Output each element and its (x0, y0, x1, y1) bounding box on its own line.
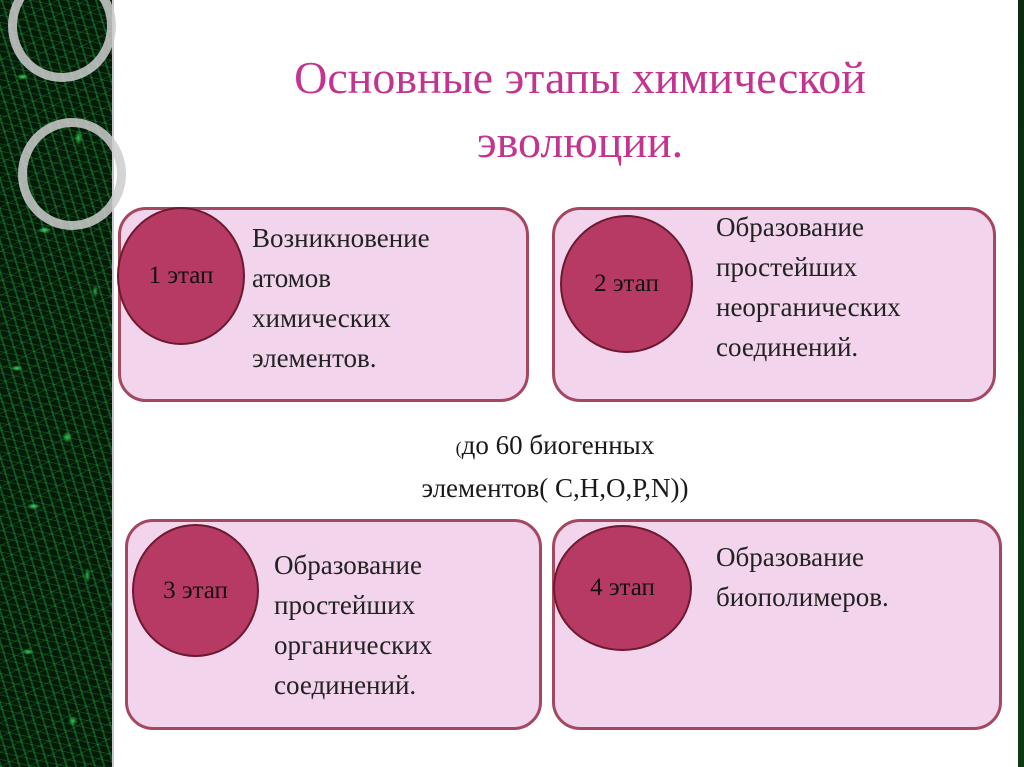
stage-4-line: биополимеров. (716, 582, 889, 612)
stage-4-circle: 4 этап (553, 525, 692, 651)
stage-3-text: Образование простейших органических соед… (274, 545, 432, 705)
stage-2-line: Образование (716, 212, 864, 242)
stage-1-line: Возникновение (252, 223, 430, 253)
stage-4-label: 4 этап (590, 574, 655, 601)
stage-1-line: элементов. (252, 343, 377, 373)
slide-title: Основные этапы химической эволюции. (200, 46, 960, 174)
stage-2-circle: 2 этап (560, 215, 693, 353)
stage-1-label: 1 этап (148, 262, 214, 289)
side-strip-border (112, 0, 114, 767)
stage-3-line: органических (274, 630, 433, 660)
stage-4-text: Образование биополимеров. (716, 537, 889, 617)
stage-4-line: Образование (716, 542, 864, 572)
stage-3-circle: 3 этап (132, 524, 259, 657)
stage-3-line: Образование (274, 550, 422, 580)
stage-1-line: химических (252, 303, 391, 333)
stage-2-text: Образование простейших неорганических со… (716, 207, 901, 367)
biogenic-elements-note: (до 60 биогенных элементов( C,H,O,P,N)) (340, 425, 770, 508)
decorative-side-strip (0, 0, 112, 767)
note-line-1-text: до 60 биогенных (461, 430, 655, 460)
note-open-paren: ( (455, 438, 462, 458)
stage-1-text: Возникновение атомов химических элементо… (252, 218, 430, 378)
stage-2-line: неорганических (716, 292, 901, 322)
title-line-1: Основные этапы химической (294, 52, 866, 103)
stage-1-line: атомов (252, 263, 332, 293)
stage-1-circle: 1 этап (117, 207, 245, 345)
stage-3-label: 3 этап (163, 576, 228, 604)
decorative-right-edge (1018, 0, 1024, 767)
stage-2-label: 2 этап (594, 270, 659, 297)
note-line-1: (до 60 биогенных (340, 425, 770, 468)
stage-2-line: соединений. (716, 332, 859, 362)
decorative-ring-middle (18, 118, 126, 230)
stage-3-line: соединений. (274, 670, 417, 700)
decorative-ring-top (8, 0, 116, 82)
stage-2-line: простейших (716, 252, 858, 282)
stage-3-line: простейших (274, 590, 416, 620)
note-line-2: элементов( C,H,O,P,N)) (421, 473, 689, 503)
title-line-2: эволюции. (476, 116, 684, 167)
